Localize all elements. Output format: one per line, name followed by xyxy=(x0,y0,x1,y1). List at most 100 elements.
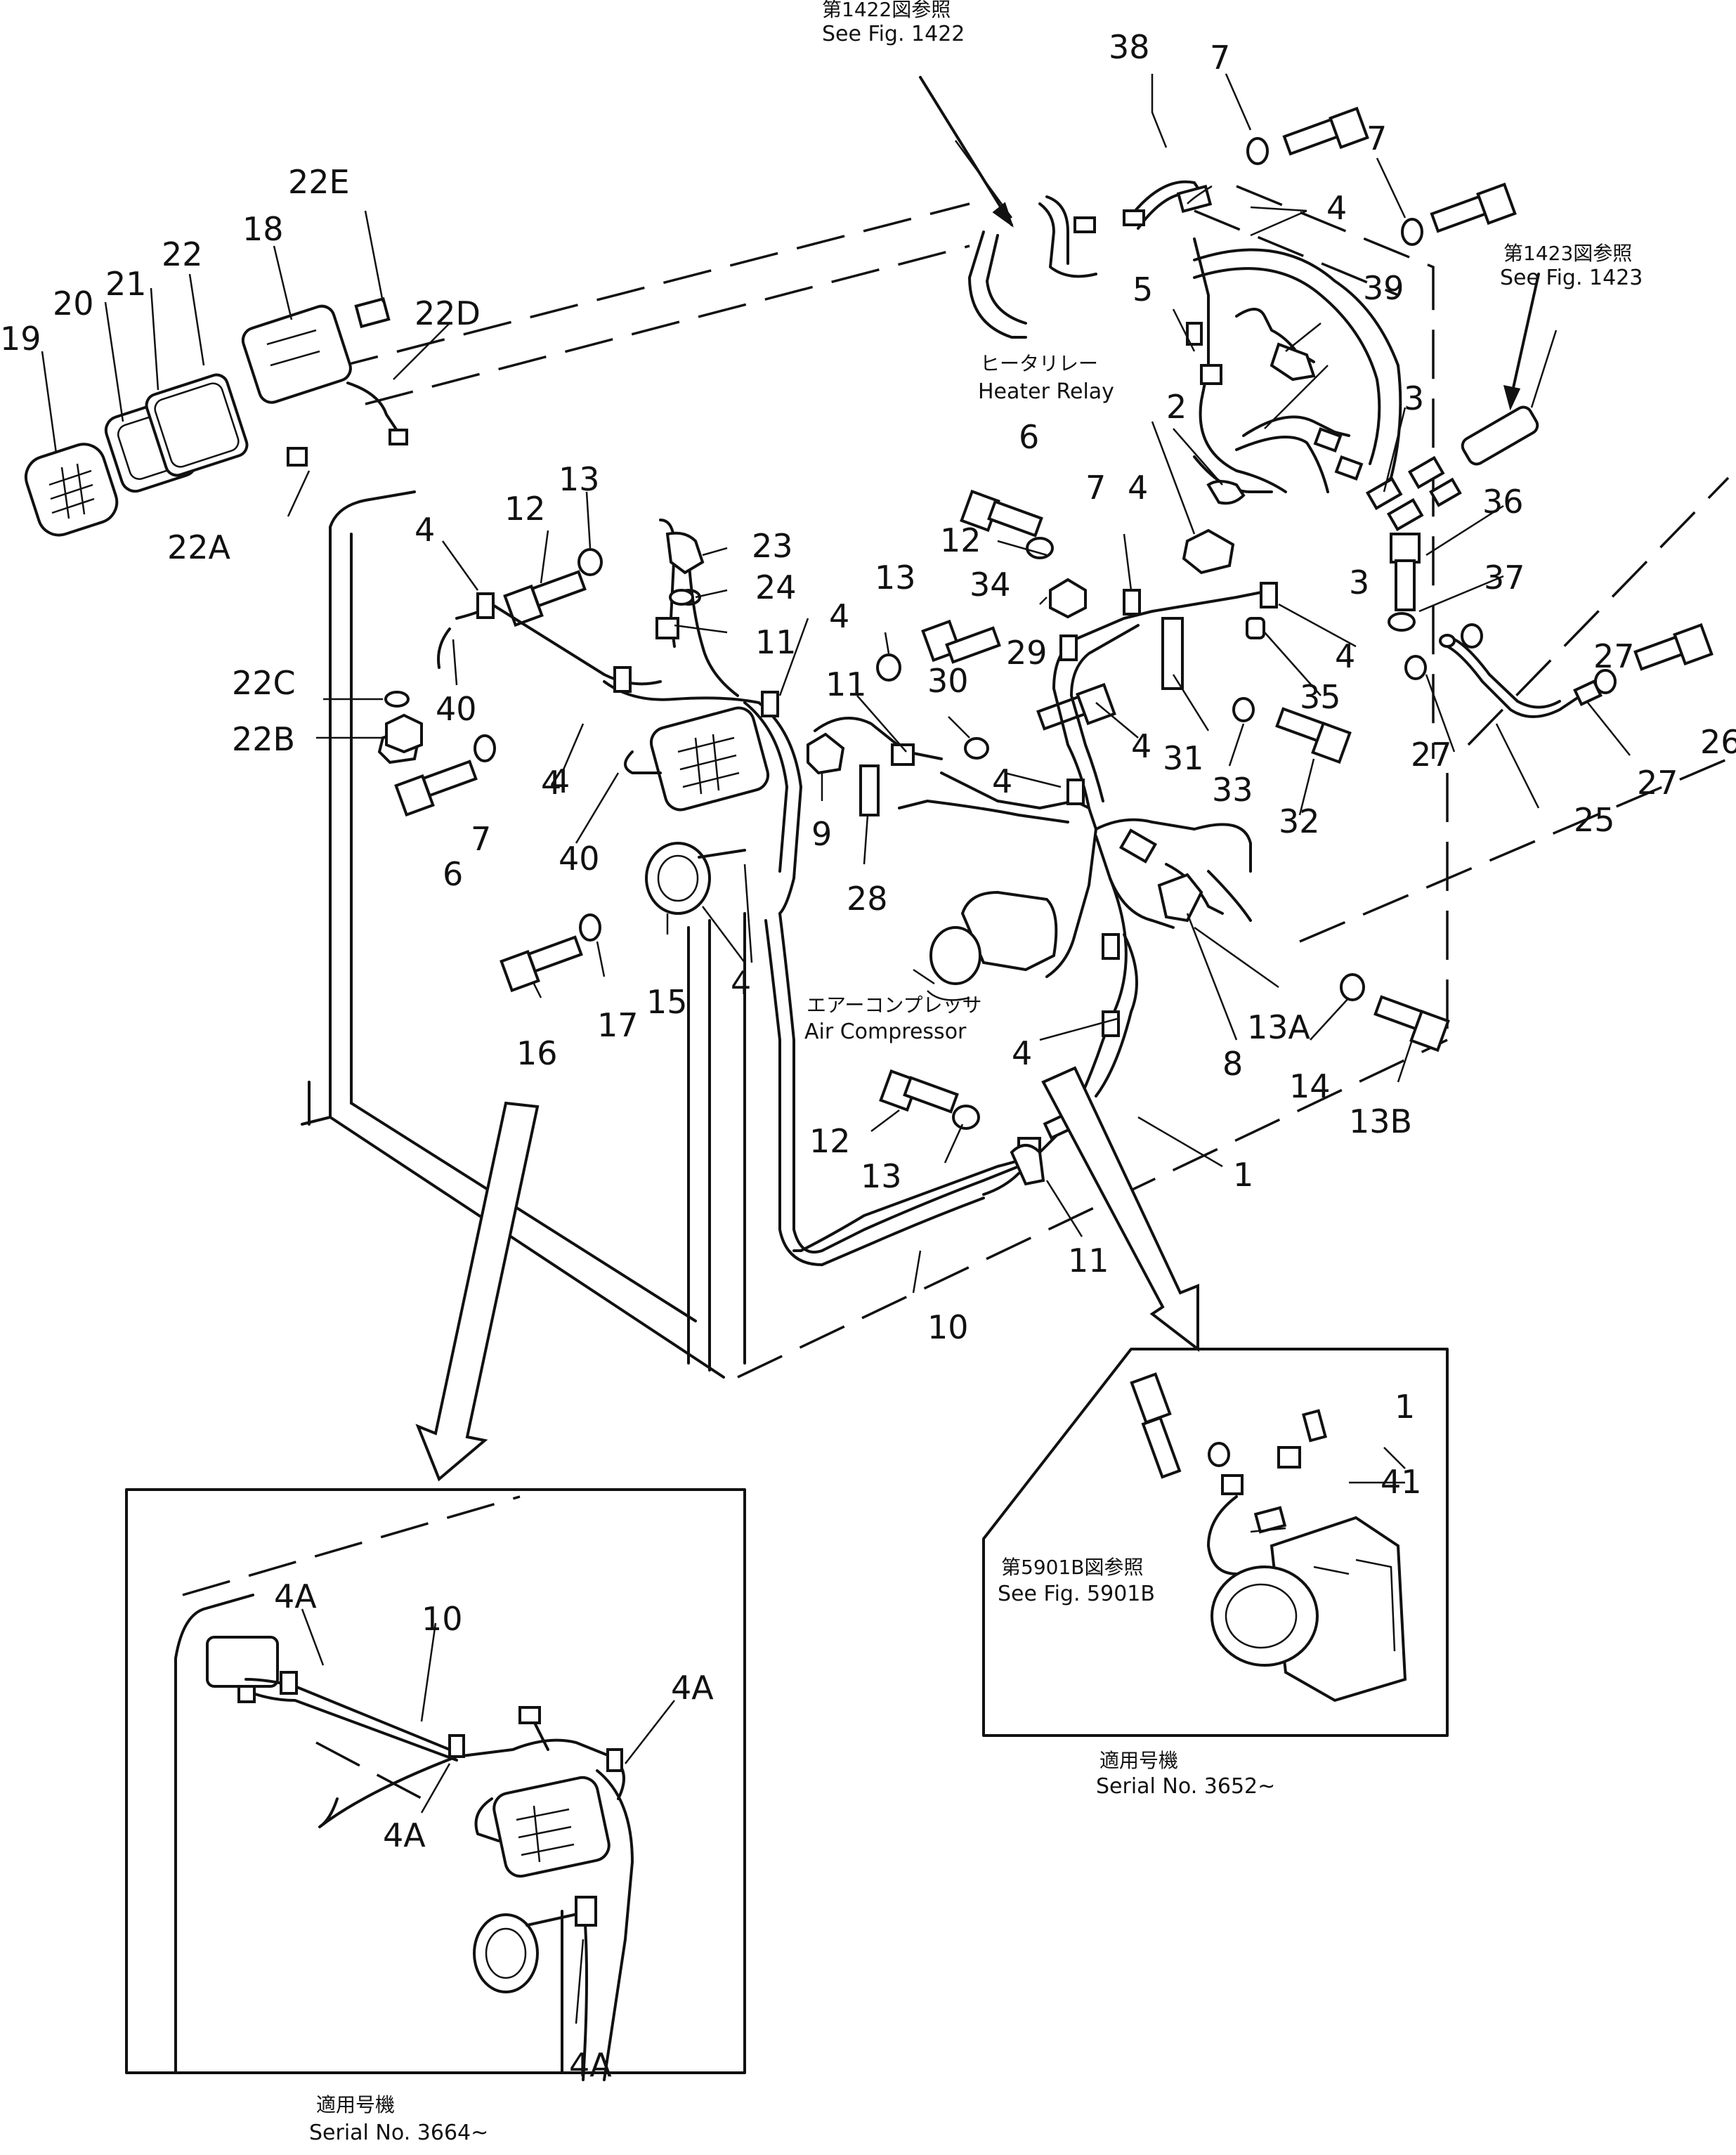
part-number-label: 29 xyxy=(1006,634,1048,672)
part-number-label: 23 xyxy=(752,527,793,565)
bolts xyxy=(394,106,1714,1114)
part-number-label: 5 xyxy=(1133,271,1153,308)
part-number-label: 4A xyxy=(671,1669,714,1707)
part-number-label: 40 xyxy=(436,690,477,728)
part-number-label: 17 xyxy=(597,1006,639,1044)
part-number-label: 34 xyxy=(970,566,1011,604)
part-number-label: 13 xyxy=(861,1157,902,1195)
part-number-label: 35 xyxy=(1300,678,1341,716)
part-number-label: 33 xyxy=(1212,771,1253,809)
note-serial-right-jp: 適用号機 xyxy=(1099,1749,1178,1772)
note-fig1423-jp: 第1423図参照 xyxy=(1503,242,1632,265)
part-number-label: 4 xyxy=(1326,189,1347,227)
part-number-label: 13A xyxy=(1247,1008,1311,1046)
part-number-label: 3 xyxy=(1349,564,1369,601)
part-number-label: 16 xyxy=(516,1034,558,1072)
part-number-label: 10 xyxy=(927,1308,969,1346)
leader-lines xyxy=(41,73,1631,1294)
washers xyxy=(385,137,1617,1130)
reference-notes: 第1422図参照 See Fig. 1422 第1423図参照 See Fig.… xyxy=(309,0,1643,2145)
part-number-label: 11 xyxy=(1068,1242,1109,1280)
part-number-label: 10 xyxy=(422,1600,463,1638)
part-number-label: 4 xyxy=(731,964,751,1002)
part-number-label: 7 xyxy=(1085,469,1106,507)
part-number-label: 13 xyxy=(559,460,600,498)
part-number-label: 7 xyxy=(1366,119,1387,157)
part-number-label: 4 xyxy=(1012,1034,1032,1072)
part-number-label: 9 xyxy=(811,815,832,853)
part-number-label: 37 xyxy=(1484,559,1525,597)
part-number-label: 26 xyxy=(1700,723,1736,761)
part-number-label: 25 xyxy=(1574,801,1615,839)
part-number-label: 19 xyxy=(0,320,41,358)
part-number-label: 27 xyxy=(1593,637,1635,675)
reference-arrows xyxy=(415,76,1540,1482)
part-number-label: 4 xyxy=(415,511,435,549)
part-number-label: 12 xyxy=(809,1122,851,1160)
part-number-label: 21 xyxy=(105,265,147,303)
part-number-label: 22E xyxy=(288,163,350,201)
part-number-label: 8 xyxy=(1222,1045,1243,1083)
note-fig5901b-jp: 第5901B図参照 xyxy=(1001,1556,1143,1579)
part-number-label: 18 xyxy=(242,210,284,248)
cab-body xyxy=(301,185,1730,1379)
part-number-label: 36 xyxy=(1482,483,1524,521)
part-number-label: 12 xyxy=(504,490,546,528)
part-number-label: 22 xyxy=(162,235,203,273)
part-number-label: 14 xyxy=(1289,1067,1331,1105)
note-fig1422-jp: 第1422図参照 xyxy=(822,0,951,21)
part-number-label: 41 xyxy=(1381,1463,1422,1501)
part-number-label: 4 xyxy=(829,597,849,635)
part-number-label: 6 xyxy=(1019,418,1039,456)
part-number-label: 40 xyxy=(559,840,600,878)
main-harness xyxy=(437,519,1278,1266)
part-number-label: 22B xyxy=(232,720,295,758)
part-number-label: 27 xyxy=(1637,764,1678,802)
part-number-label: 7 xyxy=(471,820,491,858)
top-harness xyxy=(968,180,1539,575)
part-number-label: 12 xyxy=(940,521,981,559)
part-number-label: 4 xyxy=(992,762,1012,800)
part-number-label: 11 xyxy=(825,665,867,703)
work-lamp-exploded xyxy=(24,297,420,764)
part-number-label: 11 xyxy=(755,623,797,661)
detail-box-compressor xyxy=(982,1348,1449,1737)
work-lamp-mounted xyxy=(624,706,1058,1001)
hose-assembly xyxy=(1439,634,1603,718)
part-number-label: 1 xyxy=(1233,1156,1253,1194)
note-fig5901b-en: See Fig. 5901B xyxy=(998,1582,1155,1606)
part-number-label: 15 xyxy=(646,983,688,1021)
part-number-label: 6 xyxy=(443,855,463,893)
part-number-label: 22D xyxy=(415,294,481,332)
part-number-label: 4A xyxy=(569,2046,612,2084)
part-number-label: 31 xyxy=(1163,739,1204,777)
note-fig1423-en: See Fig. 1423 xyxy=(1500,266,1643,290)
part-number-label: 32 xyxy=(1279,802,1320,840)
part-number-label: 4 xyxy=(1335,637,1355,675)
part-number-label: 2 xyxy=(1166,388,1187,426)
note-serial-left-en: Serial No. 3664~ xyxy=(309,2121,488,2145)
note-air-compressor-jp: エアーコンプレッサ xyxy=(807,994,981,1017)
part-number-label: 1 xyxy=(1395,1388,1415,1426)
part-number-label: 13 xyxy=(875,559,916,597)
note-heater-relay-en: Heater Relay xyxy=(978,379,1114,404)
note-heater-relay-jp: ヒータリレー xyxy=(980,352,1098,375)
part-number-label: 27 xyxy=(1411,736,1452,774)
detail-box-lamp xyxy=(125,1488,746,2081)
part-number-label: 7 xyxy=(1210,39,1230,77)
part-number-label: 4 xyxy=(549,762,570,800)
part-number-label: 4 xyxy=(1128,469,1148,507)
note-serial-left-jp: 適用号機 xyxy=(316,2093,395,2116)
note-air-compressor-en: Air Compressor xyxy=(804,1020,967,1044)
part-number-label: 30 xyxy=(927,662,969,700)
part-number-label: 22C xyxy=(232,664,296,702)
note-fig1422-en: See Fig. 1422 xyxy=(822,22,965,46)
part-number-label: 13B xyxy=(1349,1102,1412,1140)
part-number-label: 4A xyxy=(383,1816,426,1854)
part-number-label: 39 xyxy=(1363,269,1404,307)
part-number-label: 4A xyxy=(274,1577,317,1615)
part-number-label: 28 xyxy=(847,880,888,918)
